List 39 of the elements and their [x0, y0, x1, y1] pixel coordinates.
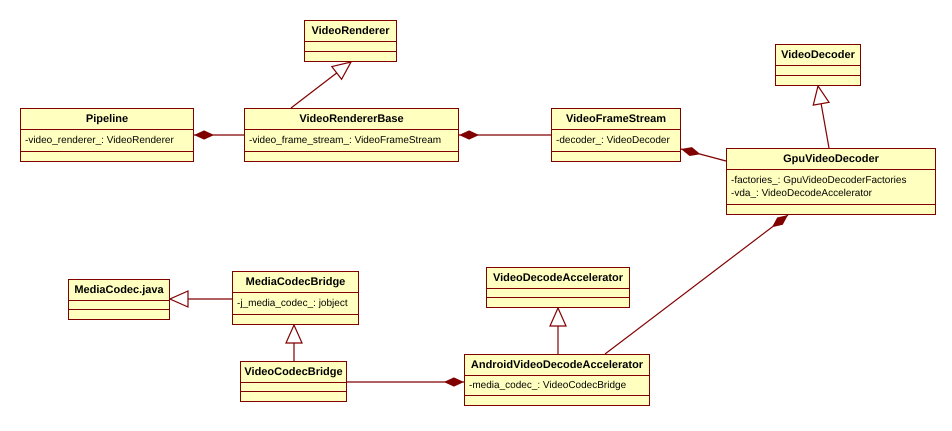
class-name: VideoDecoder — [781, 49, 855, 61]
attribute-text: -decoder_: VideoDecoder — [556, 134, 671, 147]
class-box — [232, 271, 359, 325]
class-box — [20, 108, 194, 162]
composition-line — [347, 377, 464, 387]
class-name: VideoDecodeAccelerator — [492, 272, 624, 284]
class-box — [551, 108, 681, 162]
generalization-arrow — [812, 85, 830, 148]
class-name: VideoRenderer — [311, 25, 390, 37]
class-name: VideoRendererBase — [299, 113, 404, 125]
class-box — [304, 20, 397, 62]
composition-line — [194, 130, 244, 140]
composition-line — [680, 147, 726, 162]
attribute-text: -factories_: GpuVideoDecoderFactories — [731, 174, 908, 187]
class-name: MediaCodecBridge — [246, 276, 346, 288]
class-name: VideoCodecBridge — [244, 366, 343, 378]
class-box — [726, 148, 936, 215]
class-name: Pipeline — [86, 113, 128, 125]
attribute-text: -media_codec_: VideoCodecBridge — [469, 379, 628, 392]
attribute-text: -vda_: VideoDecodeAccelerator — [731, 187, 874, 200]
generalization-arrow — [549, 307, 567, 354]
class-box — [464, 354, 650, 406]
class-box — [68, 279, 170, 320]
class-box — [244, 108, 459, 162]
class-box — [775, 44, 861, 86]
attribute-text: -video_frame_stream_: VideoFrameStream — [249, 134, 442, 147]
attribute-text: -video_renderer_: VideoRenderer — [25, 134, 175, 147]
generalization-arrow — [169, 290, 232, 308]
generalization-arrow — [290, 61, 352, 108]
class-box — [486, 267, 630, 308]
class-name: AndroidVideoDecodeAccelerator — [470, 359, 644, 371]
composition-line — [604, 214, 788, 354]
class-name: MediaCodec.java — [74, 284, 164, 296]
class-name: GpuVideoDecoder — [783, 153, 879, 165]
composition-line — [459, 130, 551, 140]
class-name: VideoFrameStream — [566, 113, 666, 125]
generalization-arrow — [285, 324, 303, 361]
attribute-text: -j_media_codec_: jobject — [237, 297, 349, 310]
class-box — [240, 361, 347, 402]
